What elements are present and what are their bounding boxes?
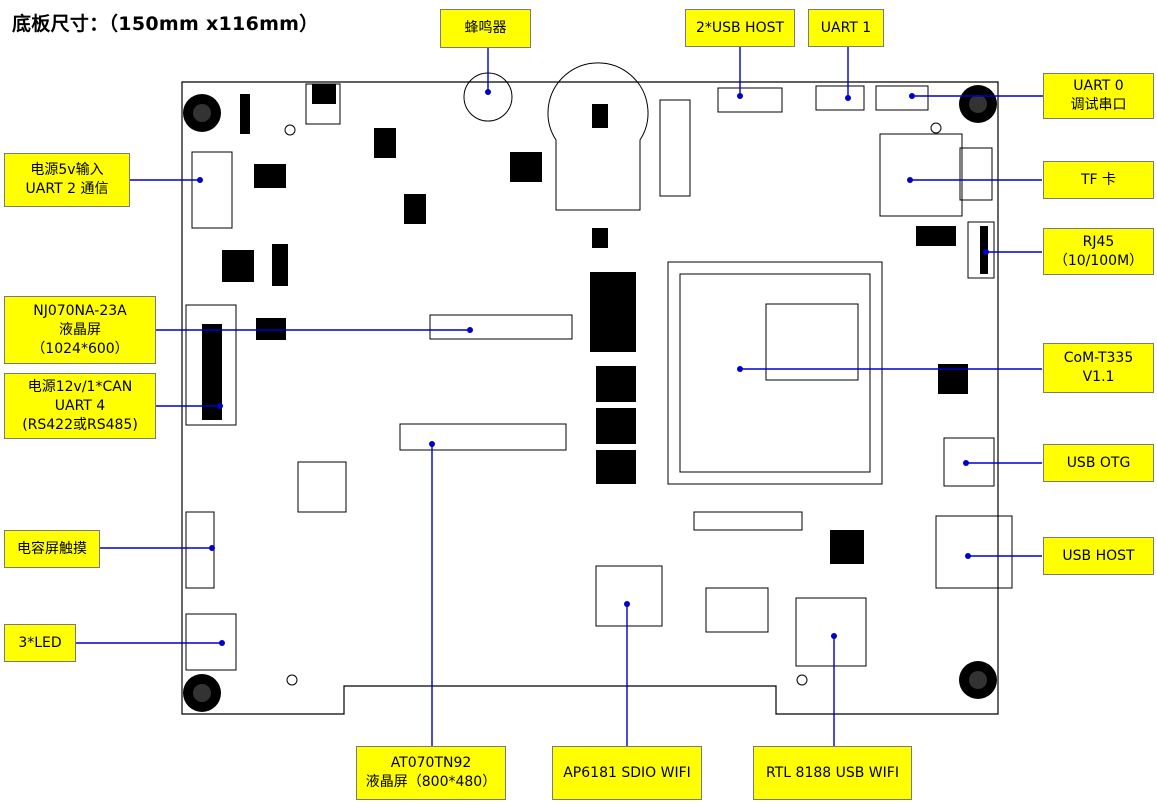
usb-host-2-label: 2*USB HOST	[685, 9, 795, 47]
power5v-line2: UART 2 通信	[25, 181, 109, 197]
power5v-line1: 电源5v输入	[30, 162, 104, 178]
power12v-line1: 电源12v/1*CAN	[27, 378, 133, 395]
lcd-at070-line2: 液晶屏（800*480）	[365, 774, 497, 790]
rtl8188-label: RTL 8188 USB WIFI	[753, 746, 912, 800]
touch-text: 电容屏触摸	[17, 540, 87, 557]
power5v-label: 电源5v输入 UART 2 通信	[4, 153, 130, 207]
ap6181-text: AP6181 SDIO WIFI	[563, 764, 691, 781]
board-size-title: 底板尺寸：（150mm x116mm）	[12, 13, 319, 35]
uart1-text: UART 1	[820, 19, 872, 36]
board-outline	[181, 81, 999, 715]
uart0-line2: 调试串口	[1070, 97, 1127, 113]
lcd-at070-label: AT070TN92 液晶屏（800*480）	[356, 746, 506, 800]
led-text: 3*LED	[18, 634, 62, 651]
power12v-line3: (RS422或RS485)	[22, 416, 138, 433]
tf-card-text: TF 卡	[1080, 171, 1117, 188]
lcd-nj070-line3: （1024*600）	[31, 340, 129, 357]
tf-card-label: TF 卡	[1043, 161, 1154, 199]
lcd-at070-line1: AT070TN92	[390, 755, 472, 771]
uart0-line1: UART 0	[1073, 78, 1124, 94]
usb-otg-label: USB OTG	[1043, 444, 1154, 482]
buzzer-text: 蜂鸣器	[464, 20, 507, 36]
rtl8188-text: RTL 8188 USB WIFI	[766, 764, 899, 781]
com-t335-line2: V1.1	[1082, 369, 1115, 385]
power12v-label: 电源12v/1*CAN UART 4 (RS422或RS485)	[4, 373, 156, 439]
mounting-holes	[183, 85, 997, 712]
rj45-line2: （10/100M）	[1053, 252, 1144, 269]
led-label: 3*LED	[4, 624, 76, 662]
rj45-label: RJ45 （10/100M）	[1043, 228, 1154, 275]
uart1-label: UART 1	[808, 9, 884, 47]
buzzer-label: 蜂鸣器	[440, 9, 531, 48]
usb-host-label: USB HOST	[1043, 537, 1154, 575]
uart0-label: UART 0 调试串口	[1043, 73, 1154, 119]
ap6181-label: AP6181 SDIO WIFI	[552, 746, 702, 800]
lcd-nj070-label: NJ070NA-23A 液晶屏 （1024*600）	[4, 296, 156, 364]
com-t335-line1: CoM-T335	[1063, 350, 1134, 366]
rj45-line1: RJ45	[1082, 233, 1115, 250]
touch-label: 电容屏触摸	[4, 530, 100, 568]
lcd-nj070-line2: 液晶屏	[59, 321, 101, 338]
usb-otg-text: USB OTG	[1066, 454, 1131, 471]
lcd-nj070-line1: NJ070NA-23A	[33, 302, 127, 319]
usb-host-text: USB HOST	[1062, 547, 1135, 564]
power12v-line2: UART 4	[54, 397, 106, 414]
usb-host-2-text: 2*USB HOST	[695, 19, 785, 36]
